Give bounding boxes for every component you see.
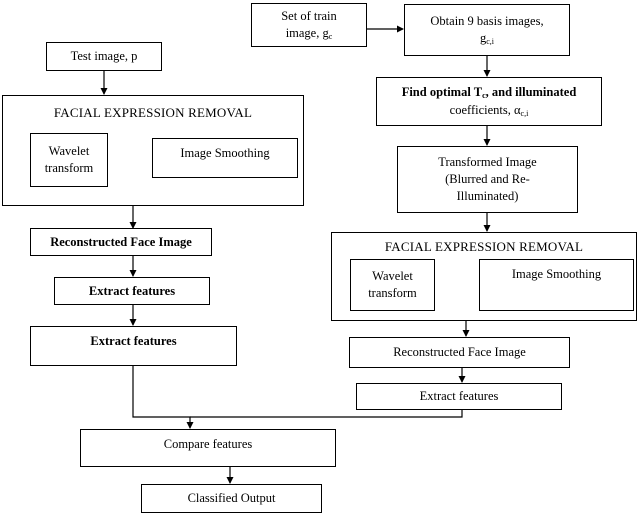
test-image-label: Test image, p [70, 49, 138, 64]
right-extract-features-box: Extract features [356, 383, 562, 410]
left-reconstructed-label: Reconstructed Face Image [50, 234, 192, 249]
left-extract-features-box-1: Extract features [54, 277, 210, 305]
left-extract-label-2: Extract features [90, 334, 177, 348]
find-optimal-box: Find optimal Tc, and illuminated coeffic… [376, 77, 602, 126]
classified-output-label: Classified Output [187, 491, 276, 506]
right-image-smoothing-box: Image Smoothing [479, 259, 634, 311]
basis-images-label: Obtain 9 basis images, gc,i [430, 13, 544, 46]
classified-output-box: Classified Output [141, 484, 322, 513]
left-extract-label-1: Extract features [88, 283, 176, 298]
left-fer-title: FACIAL EXPRESSION REMOVAL [53, 105, 253, 120]
compare-features-box: Compare features [80, 429, 336, 467]
train-set-box: Set of train image, gc [251, 3, 367, 47]
right-smoothing-label: Image Smoothing [511, 267, 602, 281]
left-wavelet-transform-box: Wavelet transform [30, 133, 108, 187]
test-image-box: Test image, p [46, 42, 162, 71]
right-extract-label: Extract features [419, 389, 499, 404]
compare-features-label: Compare features [163, 437, 253, 451]
left-wavelet-label: Wavelet transform [44, 144, 94, 175]
right-wavelet-label: Wavelet transform [368, 269, 417, 300]
basis-images-box: Obtain 9 basis images, gc,i [404, 4, 570, 56]
left-image-smoothing-box: Image Smoothing [152, 138, 298, 178]
left-reconstructed-face-box: Reconstructed Face Image [30, 228, 212, 256]
right-reconstructed-face-box: Reconstructed Face Image [349, 337, 570, 368]
left-smoothing-label: Image Smoothing [180, 146, 270, 160]
right-reconstructed-label: Reconstructed Face Image [393, 345, 526, 360]
right-wavelet-transform-box: Wavelet transform [350, 259, 435, 311]
transformed-image-box: Transformed Image (Blurred and Re- Illum… [397, 146, 578, 213]
find-optimal-label: Find optimal Tc, and illuminated coeffic… [401, 84, 577, 118]
transformed-image-label: Transformed Image (Blurred and Re- Illum… [438, 155, 537, 203]
left-extract-features-box-2: Extract features [30, 326, 237, 366]
right-fer-title: FACIAL EXPRESSION REMOVAL [384, 239, 584, 254]
train-set-label: Set of train image, gc [281, 8, 337, 41]
